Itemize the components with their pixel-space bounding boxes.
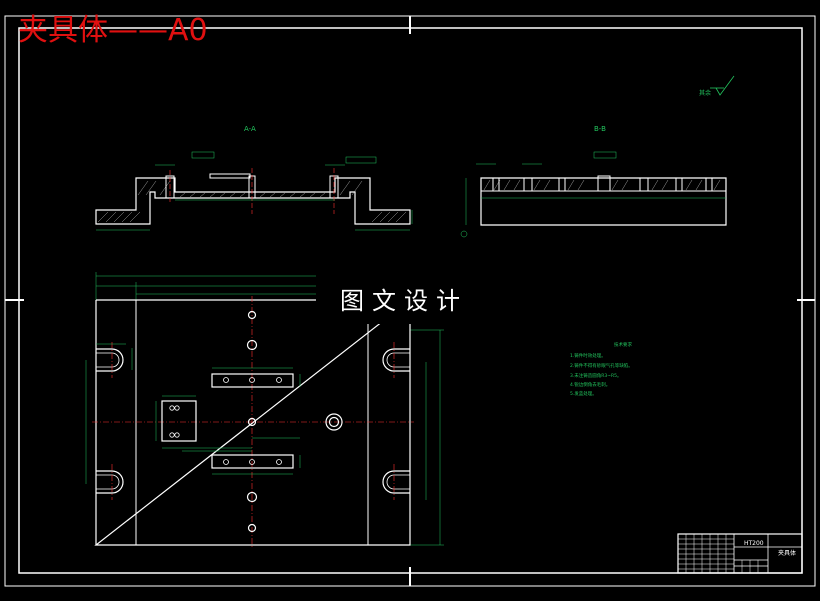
section-view-bb: B-B — [460, 125, 727, 238]
title-block — [677, 533, 803, 574]
notes-heading: 技术要求 — [614, 341, 632, 348]
roughness-symbol: 其余 — [699, 75, 735, 97]
section-aa-label: A-A — [244, 125, 256, 133]
roughness-note: 其余 — [699, 89, 711, 97]
sheet-border — [4, 15, 816, 587]
section-bb-label: B-B — [594, 125, 606, 133]
title-block-material: HT200 — [744, 540, 764, 547]
note-item: 3.未注铸造圆角R3~R5。 — [570, 372, 622, 379]
technical-notes: 技术要求 1.铸件时效处理。 2.铸件不得有砂眼气孔等缺陷。 3.未注铸造圆角R… — [570, 341, 633, 397]
title-block-part-name: 夹具体 — [778, 549, 796, 557]
note-item: 2.铸件不得有砂眼气孔等缺陷。 — [570, 362, 633, 369]
plan-view — [85, 272, 444, 548]
note-item: 5.发蓝处理。 — [570, 390, 597, 397]
drawing-title: 夹具体——A0 — [18, 13, 208, 48]
note-item: 4.锐边倒角去毛刺。 — [570, 381, 610, 388]
note-item: 1.铸件时效处理。 — [570, 352, 606, 359]
watermark-label: 图文设计 — [318, 278, 490, 324]
section-view-aa: A-A — [95, 125, 413, 231]
